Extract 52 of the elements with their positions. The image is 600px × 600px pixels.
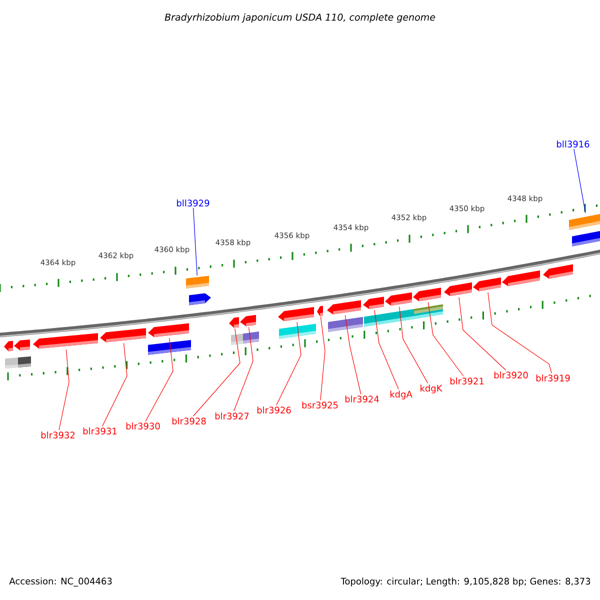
title: Bradyrhizobium japonicum USDA 110, complete genome bbox=[164, 13, 436, 23]
leader-line bbox=[488, 292, 552, 374]
gene-label: blr3932 bbox=[41, 432, 74, 438]
leader-line bbox=[58, 349, 70, 430]
leader-line bbox=[192, 208, 198, 276]
leader-line bbox=[574, 148, 586, 214]
gene-label: bll3916 bbox=[557, 140, 590, 148]
category-box bbox=[186, 276, 209, 289]
gene-block bbox=[413, 288, 441, 302]
gene-block bbox=[229, 317, 239, 328]
gene-label: blr3921 bbox=[450, 378, 484, 384]
gene-block bbox=[473, 277, 501, 292]
gene-label: blr3920 bbox=[494, 372, 528, 378]
gene-label: blr3919 bbox=[536, 374, 570, 382]
gene-label: kdgA bbox=[390, 390, 412, 400]
gene-block bbox=[317, 306, 323, 316]
accession-text: Accession: NC_004463 bbox=[9, 578, 112, 586]
leader-line bbox=[399, 306, 428, 384]
gene-label: blr3931 bbox=[83, 428, 117, 434]
gene-block bbox=[363, 296, 384, 309]
gene-block bbox=[444, 282, 472, 296]
gene-label: bsr3925 bbox=[302, 402, 338, 408]
gene-block bbox=[278, 307, 314, 322]
leader-line bbox=[234, 326, 254, 412]
gene-block bbox=[543, 264, 573, 279]
leader-line bbox=[276, 322, 302, 406]
gene-block bbox=[100, 328, 146, 342]
leader-line bbox=[320, 316, 326, 400]
leader-line bbox=[192, 328, 240, 416]
category-box bbox=[569, 213, 600, 230]
gene-block bbox=[502, 270, 540, 286]
gene-label: blr3926 bbox=[257, 406, 291, 414]
gene-block bbox=[385, 292, 412, 306]
gene-label: blr3930 bbox=[126, 422, 160, 430]
leader-line bbox=[102, 342, 128, 426]
leader-line bbox=[145, 338, 174, 422]
gene-label: kdgK bbox=[420, 384, 442, 394]
gene-block bbox=[148, 323, 189, 338]
gene-label: blr3927 bbox=[215, 412, 249, 420]
gene-block bbox=[4, 340, 13, 352]
leader-line bbox=[428, 302, 464, 376]
gene-block bbox=[327, 300, 361, 314]
gene-label: bll3929 bbox=[177, 200, 210, 206]
gene-block bbox=[240, 314, 256, 326]
genome-info-text: Topology: circular; Length: 9,105,828 bp; Genes: 8,373 bbox=[340, 578, 590, 586]
leader-line bbox=[374, 310, 399, 390]
gene-block bbox=[14, 339, 30, 350]
gene-label: blr3924 bbox=[345, 396, 379, 402]
gene-block bbox=[33, 333, 98, 349]
gene-label: blr3928 bbox=[172, 418, 206, 424]
leader-line bbox=[458, 297, 506, 370]
leader-line bbox=[344, 315, 362, 394]
